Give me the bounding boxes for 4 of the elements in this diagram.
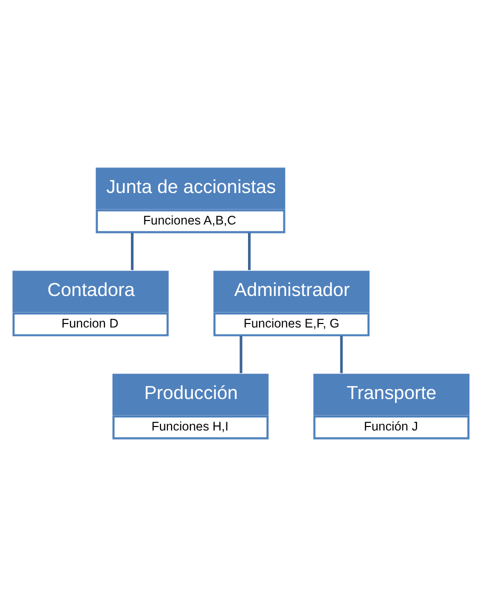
connector [248, 232, 251, 270]
connector [340, 336, 343, 374]
connector [240, 336, 242, 374]
connector [130, 232, 134, 270]
